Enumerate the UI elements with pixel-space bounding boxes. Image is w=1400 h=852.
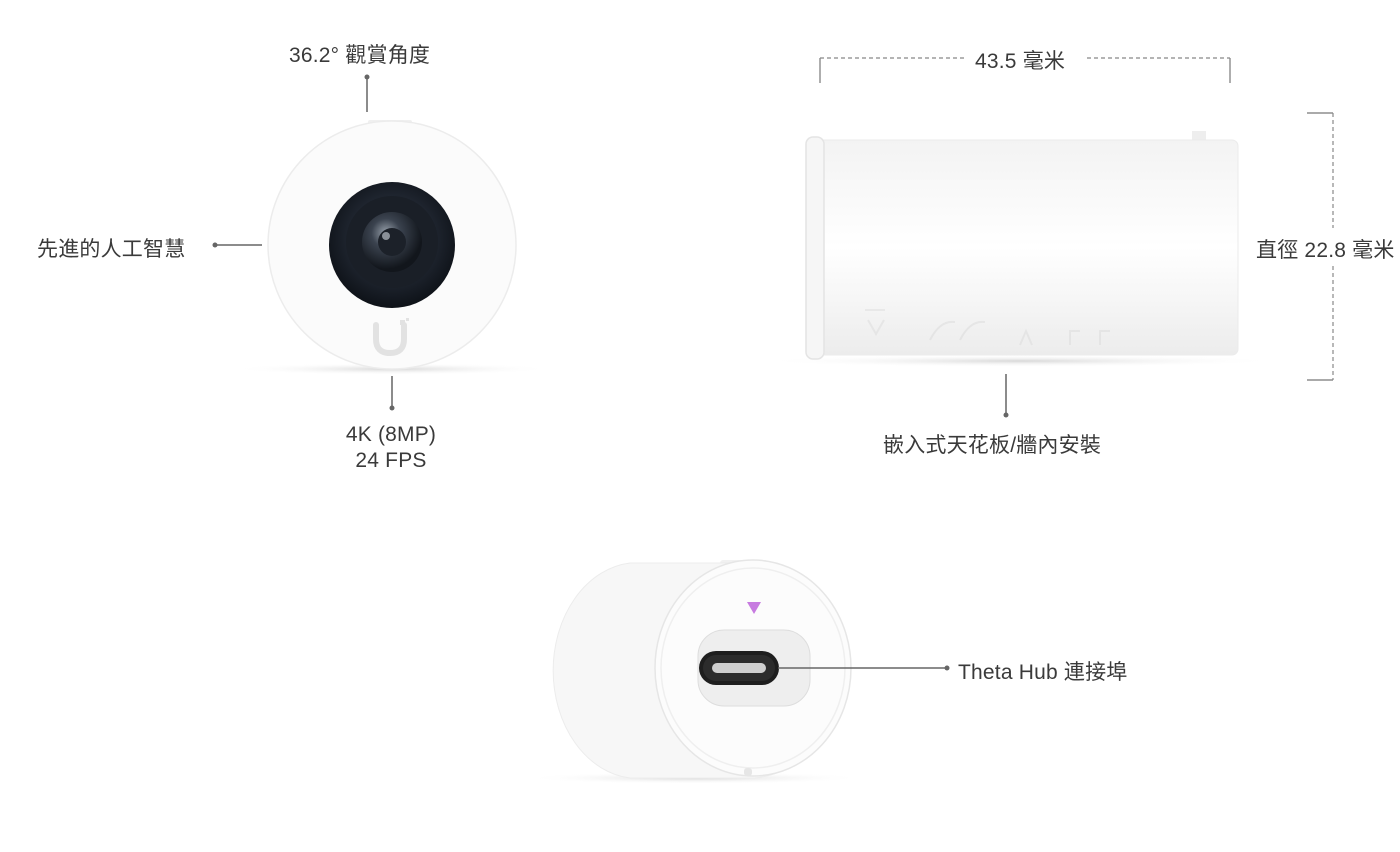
diameter-dimension-label: 直徑 22.8 毫米 bbox=[1256, 239, 1395, 262]
mounting-label: 嵌入式天花板/牆內安裝 bbox=[883, 434, 1102, 457]
length-dimension-label: 43.5 毫米 bbox=[975, 50, 1066, 73]
usb-c-port-icon bbox=[699, 651, 779, 685]
ubiquiti-logo-icon bbox=[373, 318, 409, 357]
viewing-angle-label: 36.2° 觀賞角度 bbox=[289, 44, 431, 67]
front-view-camera bbox=[212, 74, 552, 411]
resolution-label: 4K (8MP) 24 FPS bbox=[326, 423, 456, 473]
theta-hub-port-label: Theta Hub 連接埠 bbox=[958, 661, 1128, 684]
ai-label: 先進的人工智慧 bbox=[37, 238, 186, 261]
alignment-indicator-icon bbox=[747, 602, 761, 614]
side-view-camera bbox=[760, 57, 1334, 418]
resolution-line-2: 24 FPS bbox=[355, 449, 427, 472]
rear-view-camera bbox=[525, 559, 950, 784]
resolution-line-1: 4K (8MP) bbox=[345, 423, 437, 446]
